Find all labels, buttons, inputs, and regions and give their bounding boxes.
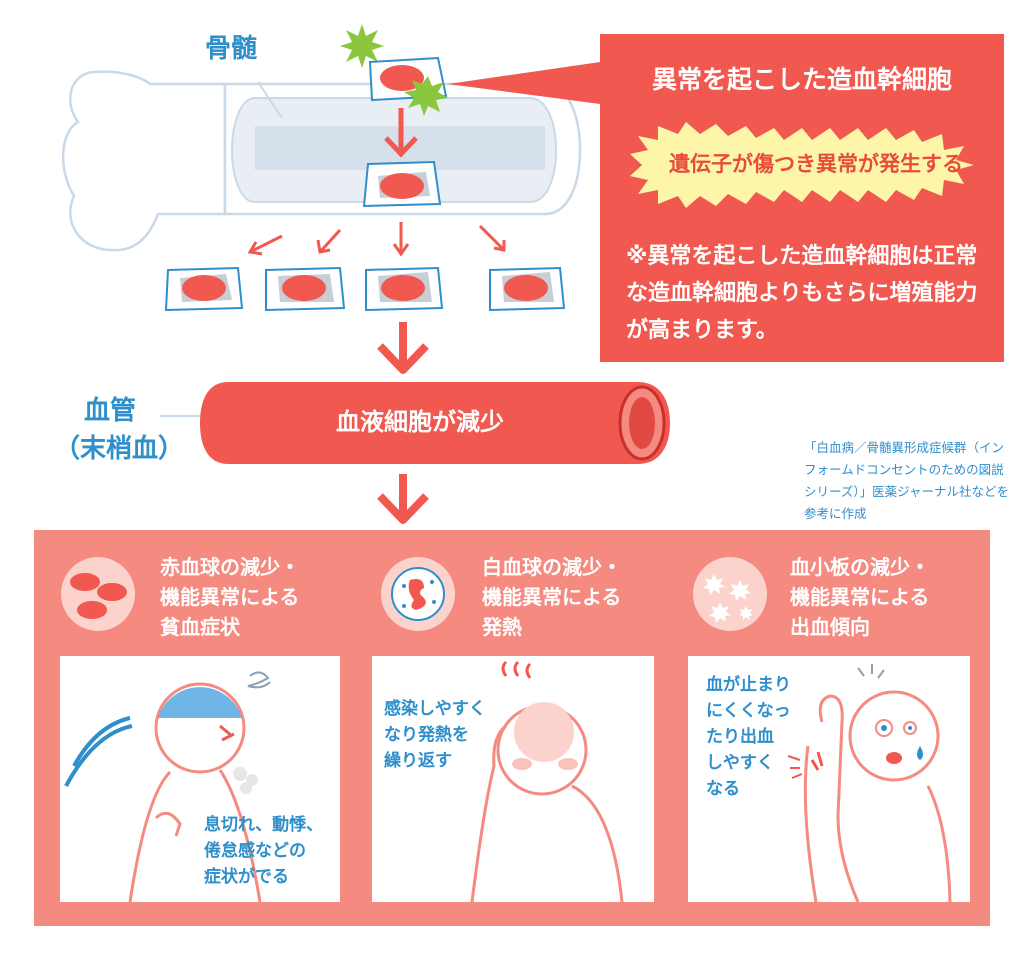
arrow-down-icon	[384, 108, 418, 158]
anemia-symptoms-text: 息切れ、動悸、 倦怠感などの 症状がでる	[204, 815, 324, 887]
red-blood-cell-icon	[61, 557, 135, 631]
bleeding-card: 血が止まり にくくなっ たり出血 しやすく なる	[688, 656, 970, 903]
panel-heading-bleeding: 血小板の減少・ 機能異常による 出血傾向	[790, 555, 930, 639]
bleeding-person-illustration	[787, 664, 952, 903]
blood-vessel	[160, 382, 670, 464]
daughter-cells	[164, 266, 566, 312]
vessel-text: 血液細胞が減少	[336, 408, 504, 436]
fever-card: 感染しやすく なり発熱を 繰り返す	[372, 656, 654, 903]
peripheral-blood-label: （末梢血）	[54, 434, 185, 464]
arrow-down-icon	[377, 322, 429, 374]
callout-title: 異常を起こした造血幹細胞	[651, 65, 952, 94]
arrow-down-icon	[377, 474, 429, 524]
anemia-card: 息切れ、動悸、 倦怠感などの 症状がでる	[60, 656, 340, 903]
fever-symptoms-text: 感染しやすく なり発熱を 繰り返す	[384, 699, 486, 771]
burst-text: 遺伝子が傷つき異常が発生する	[669, 152, 963, 176]
proliferating-cell	[362, 160, 442, 208]
symptoms-panel: 赤血球の減少・ 機能異常による 貧血症状 息切れ、動悸、 倦怠感などの 症状がで…	[34, 530, 990, 926]
source-note: 「白血病／骨髄異形成症候群（インフォームドコンセントのための図説シリーズ）」医薬…	[804, 440, 1010, 521]
panel-heading-anemia: 赤血球の減少・ 機能異常による 貧血症状	[160, 555, 300, 639]
vessel-label: 血管	[84, 396, 137, 426]
bone-illustration	[62, 24, 600, 374]
burst-badge	[630, 122, 974, 208]
bone-marrow-label: 骨髄	[205, 34, 258, 64]
white-blood-cell-icon	[381, 557, 455, 631]
feverish-person-illustration	[470, 660, 624, 903]
bleeding-symptoms-text: 血が止まり にくくなっ たり出血 しやすく なる	[706, 675, 791, 799]
panel-heading-fever: 白血球の減少・ 機能異常による 発熱	[482, 555, 622, 639]
split-arrows	[247, 222, 506, 257]
tired-person-illustration	[64, 671, 271, 903]
abnormal-stem-cell-callout: 異常を起こした造血幹細胞 遺伝子が傷つき異常が発生する ※異常を起こした造血幹細…	[600, 34, 1004, 362]
callout-note: ※異常を起こした造血幹細胞は正常な造血幹細胞よりもさらに増殖能力が高まります。	[626, 244, 978, 343]
abnormal-cell	[340, 24, 448, 116]
platelet-icon	[693, 557, 767, 631]
